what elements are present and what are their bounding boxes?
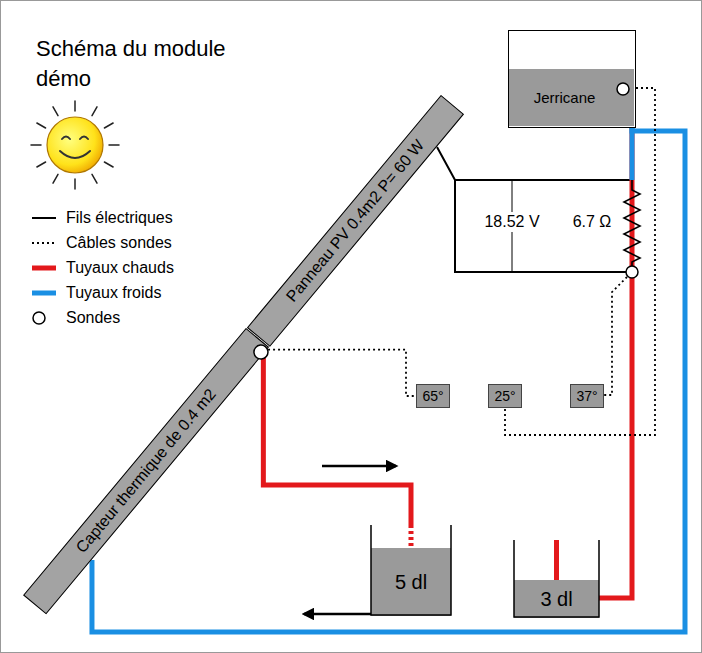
sun-ray	[74, 179, 76, 189]
temperature-display: 65°	[416, 384, 450, 408]
sun-ray	[53, 107, 58, 116]
temperature-probe	[626, 266, 638, 278]
node-label: Capteur thermique de 0.4 m2	[73, 386, 220, 557]
legend-sample	[30, 308, 58, 328]
sun-eye	[80, 137, 88, 140]
legend-line	[32, 266, 56, 271]
node-label: Jerricane	[534, 89, 596, 106]
text-area: Jerricane	[509, 69, 620, 126]
voltage-label: 18.52 V	[482, 212, 541, 232]
electric-wire	[437, 147, 632, 180]
legend-text: Fils électriques	[66, 208, 173, 228]
legend-text: Sondes	[66, 308, 120, 328]
legend-row: Tuyaux chauds	[30, 258, 174, 278]
temperature-display: 37°	[570, 384, 604, 408]
resistor-symbol	[624, 180, 640, 272]
probe-cable	[604, 277, 627, 395]
pipe-outlet	[409, 525, 414, 548]
beaker-outline	[514, 540, 599, 617]
sun-ray	[31, 144, 41, 146]
water-fill	[371, 548, 451, 616]
sun-icon	[31, 101, 119, 189]
sun-eye	[62, 137, 70, 140]
sun-ray	[37, 123, 46, 128]
legend-line	[32, 242, 56, 244]
temperature-display: 25°	[488, 384, 522, 408]
legend-line	[32, 291, 56, 296]
legend-sample	[30, 258, 58, 278]
beaker: 3 dl	[513, 540, 600, 618]
sun-ray	[109, 144, 119, 146]
sun-ray	[92, 174, 97, 183]
cold-pipe	[630, 128, 635, 180]
water-fill	[514, 580, 599, 618]
legend-row: Câbles sondes	[30, 233, 172, 253]
node-label: 25°	[494, 387, 516, 405]
jerrycan-tank: Jerricane	[508, 30, 636, 128]
sun-ray	[104, 123, 113, 128]
legend-text: Tuyaux froids	[66, 283, 161, 303]
legend-line	[32, 217, 56, 219]
diagram-title: Schéma du module démo	[36, 34, 236, 94]
electric-wire	[455, 180, 632, 272]
resistance-label: 6.7 Ω	[571, 212, 614, 232]
hot-pipe	[557, 128, 633, 598]
legend-text: Câbles sondes	[66, 233, 172, 253]
flow-arrow	[304, 613, 376, 616]
node-label: 65°	[422, 387, 444, 405]
sun-disc	[47, 117, 103, 173]
legend-probe	[33, 312, 45, 324]
sun-smile	[60, 151, 90, 158]
sun-ray	[92, 107, 97, 116]
legend-row: Fils électriques	[30, 208, 173, 228]
water-fill	[509, 69, 634, 126]
text-area: 3 dl	[513, 580, 600, 618]
temperature-probe	[251, 343, 271, 363]
legend-text: Tuyaux chauds	[66, 258, 174, 278]
flow-arrow	[322, 465, 396, 468]
beaker: 5 dl	[370, 525, 452, 616]
sun-ray	[37, 162, 46, 167]
beaker-outline	[371, 525, 451, 615]
legend-row: Sondes	[30, 308, 120, 328]
node-label: 37°	[576, 387, 598, 405]
node-label: 3 dl	[540, 588, 572, 610]
node-label: Panneau PV 0.4m2 P= 60 W	[282, 137, 427, 306]
sun-ray	[74, 101, 76, 111]
hot-pipe	[263, 355, 411, 525]
legend-sample	[30, 208, 58, 228]
tank-drawing	[509, 31, 634, 126]
legend-row: Tuyaux froids	[30, 283, 161, 303]
node-label: 5 dl	[395, 571, 427, 593]
pipe-outlet	[554, 540, 559, 580]
probe-cable	[268, 350, 416, 396]
temperature-probe	[617, 83, 629, 95]
pv-panel: Panneau PV 0.4m2 P= 60 W	[247, 95, 464, 347]
thermal-collector: Capteur thermique de 0.4 m2	[23, 328, 269, 615]
legend-sample	[30, 233, 58, 253]
text-area: 5 dl	[370, 548, 452, 616]
probe-cable	[505, 88, 655, 435]
legend-sample	[30, 283, 58, 303]
sun-ray	[53, 174, 58, 183]
sun-ray	[104, 162, 113, 167]
beaker-drawing	[370, 525, 452, 616]
